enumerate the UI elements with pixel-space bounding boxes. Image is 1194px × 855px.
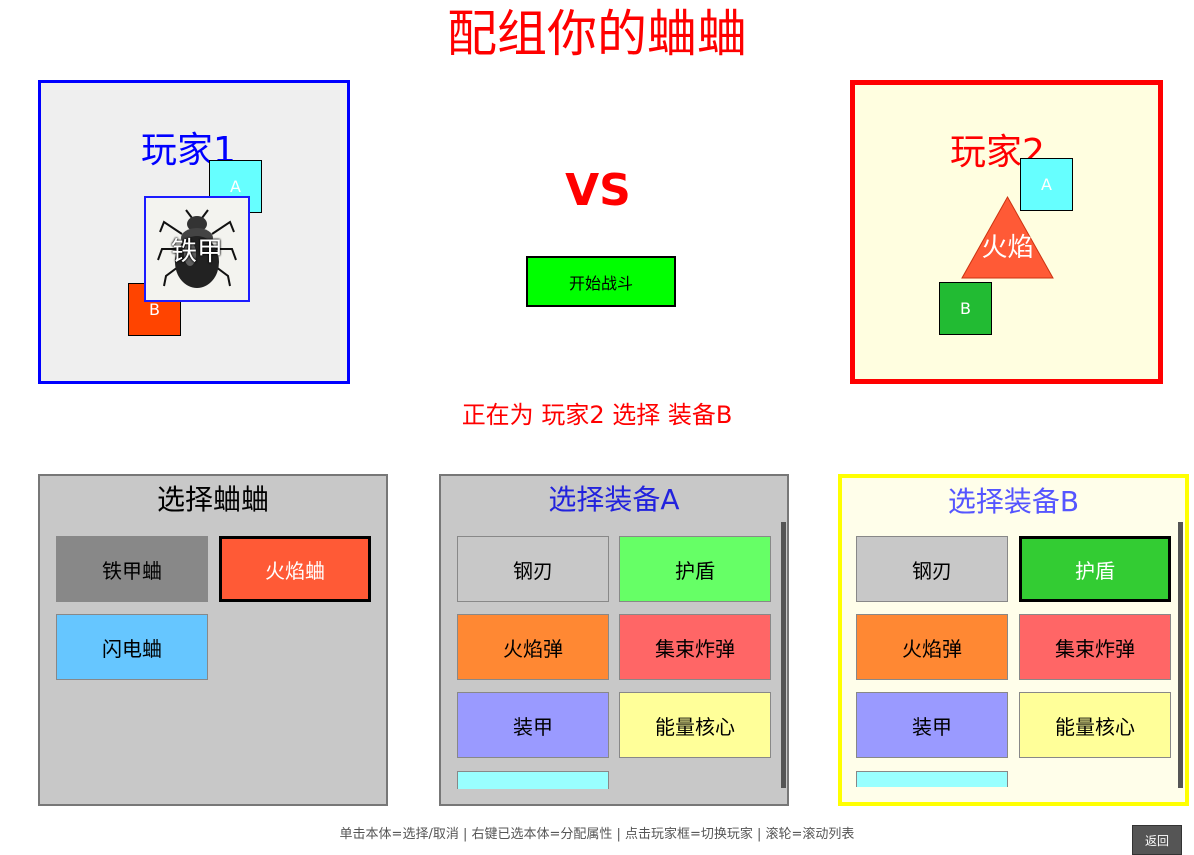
equip-b-panel: 选择装备B 钢刃 护盾 火焰弹 集束炸弹 装甲 能量核心 — [838, 474, 1189, 806]
equip-a-cluster-bomb[interactable]: 集束炸弹 — [619, 614, 771, 680]
player2-box[interactable]: 玩家2 火焰 A B — [850, 80, 1163, 384]
cricket-select-panel: 选择蛐蛐 铁甲蛐 火焰蛐 闪电蛐 — [38, 474, 388, 806]
equip-a-energy-core[interactable]: 能量核心 — [619, 692, 771, 758]
player2-slot-a[interactable]: A — [1020, 158, 1073, 211]
slot-a-label: A — [230, 177, 241, 196]
equip-b-next-item[interactable] — [856, 771, 1008, 787]
player2-slot-b[interactable]: B — [939, 282, 992, 335]
equip-b-armor[interactable]: 装甲 — [856, 692, 1008, 758]
equip-a-scrollbar[interactable] — [781, 522, 786, 788]
player1-cricket-card[interactable]: 铁甲 — [144, 196, 250, 302]
cricket-option-flame[interactable]: 火焰蛐 — [219, 536, 371, 602]
vs-label: VS — [565, 164, 631, 216]
slot-b-label: B — [149, 300, 160, 319]
equip-a-next-item[interactable] — [457, 771, 609, 789]
equip-b-fireball[interactable]: 火焰弹 — [856, 614, 1008, 680]
cricket-option-lightning[interactable]: 闪电蛐 — [56, 614, 208, 680]
equip-b-energy-core[interactable]: 能量核心 — [1019, 692, 1171, 758]
equip-a-steel-blade[interactable]: 钢刃 — [457, 536, 609, 602]
equip-b-panel-title: 选择装备B — [947, 485, 1080, 518]
player1-cricket-label: 铁甲 — [170, 236, 223, 267]
start-battle-button[interactable]: 开始战斗 — [526, 256, 676, 307]
equip-a-fireball[interactable]: 火焰弹 — [457, 614, 609, 680]
player2-cricket-label: 火焰 — [981, 232, 1034, 263]
selection-status: 正在为 玩家2 选择 装备B — [461, 400, 733, 429]
equip-a-armor[interactable]: 装甲 — [457, 692, 609, 758]
player1-box[interactable]: 玩家1 A B 铁甲 — [38, 80, 350, 384]
cricket-panel-title: 选择蛐蛐 — [156, 483, 269, 516]
controls-hint: 单击本体=选择/取消 | 右键已选本体=分配属性 | 点击玩家框=切换玩家 | … — [339, 826, 855, 842]
cricket-option-iron[interactable]: 铁甲蛐 — [56, 536, 208, 602]
slot-a-label: A — [1041, 175, 1052, 194]
equip-b-cluster-bomb[interactable]: 集束炸弹 — [1019, 614, 1171, 680]
equip-a-shield[interactable]: 护盾 — [619, 536, 771, 602]
beetle-icon — [157, 209, 237, 288]
equip-a-panel-title: 选择装备A — [548, 483, 680, 516]
back-button[interactable]: 返回 — [1132, 825, 1182, 855]
equip-b-steel-blade[interactable]: 钢刃 — [856, 536, 1008, 602]
equip-a-panel: 选择装备A 钢刃 护盾 火焰弹 集束炸弹 装甲 能量核心 — [439, 474, 789, 806]
equip-b-scrollbar[interactable] — [1178, 522, 1183, 788]
equip-b-shield[interactable]: 护盾 — [1019, 536, 1171, 602]
flame-triangle-icon[interactable] — [960, 195, 1055, 280]
slot-b-label: B — [960, 299, 971, 318]
page-title: 配组你的蛐蛐 — [447, 5, 747, 63]
